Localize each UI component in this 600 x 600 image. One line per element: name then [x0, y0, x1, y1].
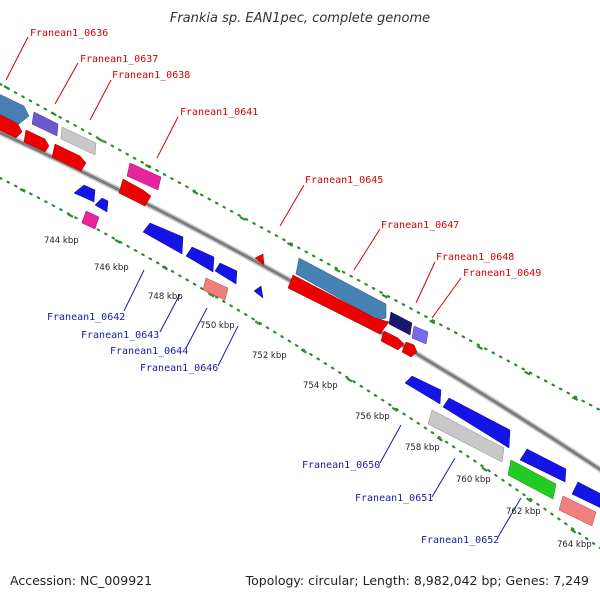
label-0649[interactable]: Franean1_0649 — [463, 268, 541, 279]
gc-track-inner — [0, 176, 600, 551]
genome-backbone — [0, 129, 600, 473]
label-0644[interactable]: Franean1_0644 — [110, 346, 188, 357]
gene-rev-small[interactable] — [253, 285, 264, 299]
reverse-features — [73, 184, 600, 527]
gene-red-f[interactable] — [380, 330, 405, 351]
gene-0648-arrow[interactable] — [388, 311, 413, 336]
tick-label: 752 kbp — [252, 351, 287, 361]
gene-0651-arrow[interactable] — [427, 409, 505, 463]
label-0636[interactable]: Franean1_0636 — [30, 28, 108, 39]
gene-0650b-arrow[interactable] — [442, 397, 511, 449]
gene-0636-arrow[interactable] — [0, 92, 30, 125]
gene-0645-arrow[interactable] — [254, 253, 265, 266]
gene-red-b[interactable] — [23, 129, 50, 153]
tick-label: 760 kbp — [456, 475, 491, 485]
gene-0638-arrow[interactable] — [60, 126, 97, 156]
top-labels: Franean1_0636 Franean1_0637 Franean1_063… — [30, 28, 541, 279]
label-0647[interactable]: Franean1_0647 — [381, 220, 459, 231]
label-0643[interactable]: Franean1_0643 — [81, 330, 159, 341]
label-0646[interactable]: Franean1_0646 — [140, 363, 218, 374]
gene-0650-arrow[interactable] — [404, 375, 442, 405]
gene-pink-end[interactable] — [558, 495, 597, 527]
gene-0642-arrow[interactable] — [142, 222, 184, 255]
gene-red-d[interactable] — [118, 178, 152, 207]
kbp-ticks: 744 kbp 746 kbp 748 kbp 750 kbp 752 kbp … — [44, 236, 592, 550]
forward-features — [0, 92, 429, 358]
tick-label: 750 kbp — [200, 321, 235, 331]
label-0638[interactable]: Franean1_0638 — [112, 70, 190, 81]
gene-rev-magenta[interactable] — [81, 210, 100, 230]
top-leaders — [5, 36, 462, 319]
bottom-labels: Franean1_0642 Franean1_0643 Franean1_064… — [47, 312, 499, 546]
tick-label: 764 kbp — [557, 540, 592, 550]
gene-0649-arrow[interactable] — [411, 325, 429, 345]
tick-label: 746 kbp — [94, 263, 129, 273]
tick-label: 744 kbp — [44, 236, 79, 246]
tick-label: 762 kbp — [506, 507, 541, 517]
gene-rev-a[interactable] — [73, 184, 96, 203]
genome-summary-text: Topology: circular; Length: 8,982,042 bp… — [245, 573, 589, 588]
gene-0641-arrow[interactable] — [126, 162, 162, 191]
gene-0637-arrow[interactable] — [31, 111, 59, 137]
label-0645[interactable]: Franean1_0645 — [305, 175, 383, 186]
gene-red-g[interactable] — [401, 341, 418, 358]
tick-label: 748 kbp — [148, 292, 183, 302]
gene-rev-b[interactable] — [94, 197, 109, 213]
label-0641[interactable]: Franean1_0641 — [180, 107, 258, 118]
gene-0647-arrow[interactable] — [295, 257, 387, 321]
gene-0652-arrow[interactable] — [519, 448, 567, 483]
accession-text: Accession: NC_009921 — [10, 573, 152, 588]
gene-0646-arrow[interactable] — [202, 277, 229, 301]
label-0652[interactable]: Franean1_0652 — [421, 535, 499, 546]
label-0648[interactable]: Franean1_0648 — [436, 252, 514, 263]
tick-label: 756 kbp — [355, 412, 390, 422]
label-0651[interactable]: Franean1_0651 — [355, 493, 433, 504]
label-0650[interactable]: Franean1_0650 — [302, 460, 380, 471]
gene-0644-arrow[interactable] — [214, 262, 238, 285]
map-title: Frankia sp. EAN1pec, complete genome — [170, 11, 430, 26]
label-0637[interactable]: Franean1_0637 — [80, 54, 158, 65]
bottom-leaders — [123, 269, 522, 538]
label-0642[interactable]: Franean1_0642 — [47, 312, 125, 323]
gene-0643-arrow[interactable] — [185, 246, 215, 273]
tick-label: 754 kbp — [303, 381, 338, 391]
gc-track-outer — [0, 82, 600, 413]
tick-label: 758 kbp — [405, 443, 440, 453]
gene-green-arrow[interactable] — [507, 459, 557, 500]
gene-rev-end[interactable] — [571, 481, 600, 510]
gene-red-a[interactable] — [0, 112, 23, 139]
gene-red-e[interactable] — [287, 274, 390, 335]
gene-red-c[interactable] — [51, 143, 87, 172]
